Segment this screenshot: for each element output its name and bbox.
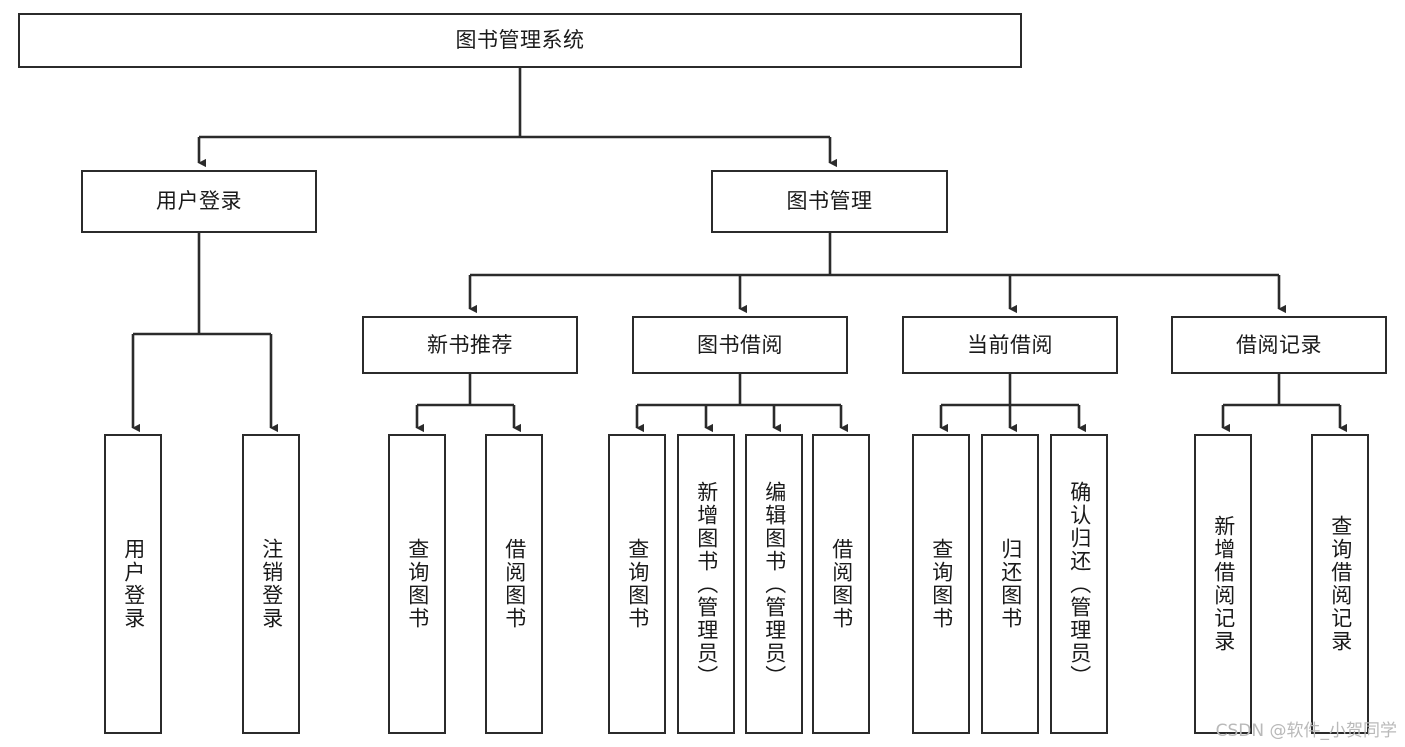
node-leaf-return-book[interactable]: 归还图书 xyxy=(981,434,1039,734)
node-book-borrow-label: 图书借阅 xyxy=(697,332,783,357)
node-user-login[interactable]: 用户登录 xyxy=(81,170,317,233)
node-leaf-add-borrow-record-label: 新增借阅记录 xyxy=(1211,515,1236,653)
node-leaf-query-book-current-label: 查询图书 xyxy=(929,538,954,630)
node-leaf-query-book-recommend-label: 查询图书 xyxy=(405,538,430,630)
node-root-label: 图书管理系统 xyxy=(455,28,585,53)
node-leaf-query-book-recommend[interactable]: 查询图书 xyxy=(388,434,446,734)
node-leaf-add-book[interactable]: 新增图书（管理员） xyxy=(677,434,735,734)
node-leaf-add-borrow-record[interactable]: 新增借阅记录 xyxy=(1194,434,1252,734)
node-leaf-user-login-label: 用户登录 xyxy=(121,538,146,630)
node-borrow-record[interactable]: 借阅记录 xyxy=(1171,316,1387,374)
node-leaf-edit-book[interactable]: 编辑图书（管理员） xyxy=(745,434,803,734)
node-new-book-recommend-label: 新书推荐 xyxy=(427,332,513,357)
node-leaf-query-borrow-record-label: 查询借阅记录 xyxy=(1328,515,1353,653)
node-book-manage-label: 图书管理 xyxy=(786,189,873,214)
node-current-borrow-label: 当前借阅 xyxy=(967,332,1053,357)
node-leaf-query-book-current[interactable]: 查询图书 xyxy=(912,434,970,734)
node-borrow-record-label: 借阅记录 xyxy=(1236,332,1322,357)
node-leaf-add-book-label: 新增图书（管理员） xyxy=(694,480,719,688)
node-leaf-query-borrow-record[interactable]: 查询借阅记录 xyxy=(1311,434,1369,734)
node-current-borrow[interactable]: 当前借阅 xyxy=(902,316,1118,374)
node-leaf-logout[interactable]: 注销登录 xyxy=(242,434,300,734)
node-leaf-confirm-return-label: 确认归还（管理员） xyxy=(1067,480,1092,688)
node-leaf-query-book-borrow[interactable]: 查询图书 xyxy=(608,434,666,734)
node-leaf-borrow-book-recommend[interactable]: 借阅图书 xyxy=(485,434,543,734)
node-leaf-query-book-borrow-label: 查询图书 xyxy=(625,538,650,630)
node-leaf-borrow-book-label: 借阅图书 xyxy=(829,538,854,630)
node-leaf-borrow-book[interactable]: 借阅图书 xyxy=(812,434,870,734)
node-root[interactable]: 图书管理系统 xyxy=(18,13,1022,68)
node-book-borrow[interactable]: 图书借阅 xyxy=(632,316,848,374)
node-leaf-borrow-book-recommend-label: 借阅图书 xyxy=(502,538,527,630)
node-leaf-edit-book-label: 编辑图书（管理员） xyxy=(762,480,787,688)
node-new-book-recommend[interactable]: 新书推荐 xyxy=(362,316,578,374)
node-leaf-logout-label: 注销登录 xyxy=(259,538,284,630)
node-leaf-confirm-return[interactable]: 确认归还（管理员） xyxy=(1050,434,1108,734)
node-leaf-user-login[interactable]: 用户登录 xyxy=(104,434,162,734)
node-book-manage[interactable]: 图书管理 xyxy=(711,170,948,233)
watermark: CSDN @软件_小贺同学 xyxy=(1215,721,1397,741)
node-user-login-label: 用户登录 xyxy=(156,189,242,214)
node-leaf-return-book-label: 归还图书 xyxy=(998,538,1023,630)
